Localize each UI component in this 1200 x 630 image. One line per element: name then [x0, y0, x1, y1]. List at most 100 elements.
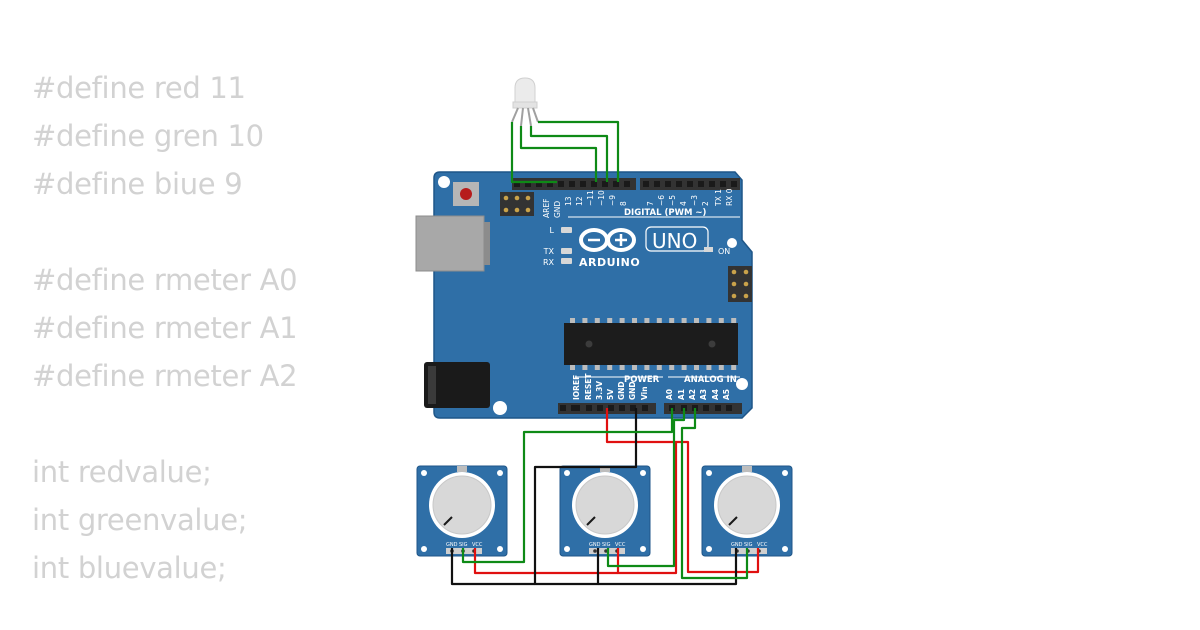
digital-pin-label: ~6: [657, 195, 666, 206]
digital-pin-label: 4: [679, 201, 688, 206]
wire-red: [473, 548, 618, 575]
digital-pin-label: 13: [564, 196, 573, 206]
pot-pin-label: VCC: [615, 542, 626, 548]
mounting-hole: [782, 546, 788, 552]
pot-pin-label: SIG: [602, 542, 611, 548]
digital-pin-label: 12: [575, 196, 584, 206]
pot-pin-label: VCC: [757, 542, 768, 548]
digital-pin-label: ~5: [668, 195, 677, 206]
pot-knob[interactable]: [717, 475, 777, 535]
uno-model-label: UNO: [652, 229, 697, 253]
code-line: #define rmeter A1: [32, 311, 298, 345]
analog-pin-label: A5: [722, 389, 731, 400]
led-on-label: ON: [718, 247, 730, 256]
led-leg: [527, 107, 532, 127]
code-line: #define biue 9: [32, 167, 243, 201]
pot-knob-indicator: [728, 516, 738, 526]
header-socket: [536, 181, 542, 187]
icsp-header: [500, 192, 534, 216]
wires: [450, 120, 760, 586]
code-line: int redvalue;: [32, 455, 212, 489]
led-on: [704, 247, 713, 252]
digital-pin-label: ~9: [608, 195, 617, 206]
header-socket: [643, 181, 649, 187]
reset-button-cap[interactable]: [460, 188, 472, 200]
wire-black: [450, 548, 535, 586]
led-tx-label: TX: [543, 247, 555, 256]
pot-pin-label: GND: [446, 542, 458, 548]
mounting-hole: [782, 470, 788, 476]
pot-knob[interactable]: [575, 475, 635, 535]
pot-pin-label: VCC: [472, 542, 483, 548]
header-socket: [665, 181, 671, 187]
led-dome: [514, 77, 536, 105]
header-socket: [569, 181, 575, 187]
pot-knob[interactable]: [432, 475, 492, 535]
code-line: #define rmeter A0: [32, 263, 298, 297]
led-rx: [561, 258, 572, 264]
digital-pin-label: RX 0: [725, 188, 734, 206]
code-line-blank: [32, 208, 362, 256]
analog-pin-label: A0: [665, 389, 674, 400]
header-socket: [558, 181, 564, 187]
header-socket: [642, 405, 648, 411]
usb-connector: [415, 215, 485, 272]
mounting-hole: [640, 470, 646, 476]
header-socket: [580, 181, 586, 187]
mounting-hole: [497, 470, 503, 476]
led-leg: [532, 107, 539, 123]
led-leg: [511, 107, 519, 123]
code-line: #define gren 10: [32, 119, 264, 153]
led-l-label: L: [550, 226, 555, 235]
mounting-hole: [727, 238, 737, 248]
header-socket: [654, 181, 660, 187]
analog-pin-label: A1: [677, 389, 686, 400]
chip-pin: [570, 318, 575, 323]
mounting-hole: [564, 546, 570, 552]
digital-pin-label: 2: [701, 201, 710, 206]
mounting-hole: [736, 378, 748, 390]
rgb-led[interactable]: [511, 77, 539, 127]
wire-green: [461, 408, 674, 564]
analog-header-label: ANALOG IN: [684, 375, 737, 385]
chip-pin: [706, 318, 712, 323]
header-socket: [608, 405, 614, 411]
wire-black: [533, 408, 638, 586]
mounting-hole: [493, 401, 507, 415]
power-pin-label: RESET: [584, 373, 593, 400]
chip-pin: [731, 365, 737, 370]
wire-green: [519, 126, 598, 182]
power-header-label: POWER: [624, 375, 660, 385]
header-socket: [709, 181, 715, 187]
chip-pin: [656, 365, 662, 370]
analog-pin-label: A3: [699, 389, 708, 400]
led-tx: [561, 248, 572, 254]
chip-pin: [718, 365, 724, 370]
analog-pin-label: A2: [688, 389, 697, 400]
code-line: #define rmeter A2: [32, 359, 298, 393]
power-pin-label: GND: [617, 381, 626, 400]
pot-knob-indicator: [586, 516, 596, 526]
wire-green: [510, 122, 557, 184]
header-socket: [560, 405, 566, 411]
chip-pin: [731, 318, 737, 323]
power-jack: [424, 362, 490, 408]
digital-pin-label: ~10: [597, 190, 606, 206]
chip-pin: [582, 318, 588, 323]
header-socket: [703, 405, 709, 411]
header-socket: [525, 181, 531, 187]
chip-pin: [644, 318, 650, 323]
header-socket: [731, 181, 737, 187]
header-socket: [624, 181, 630, 187]
header-socket: [720, 181, 726, 187]
led-l: [561, 227, 572, 233]
led-rx-label: RX: [543, 258, 555, 267]
pot-pin-label: GND: [731, 542, 743, 548]
header-socket: [726, 405, 732, 411]
digital-header-label: DIGITAL (PWM ~): [624, 208, 706, 218]
